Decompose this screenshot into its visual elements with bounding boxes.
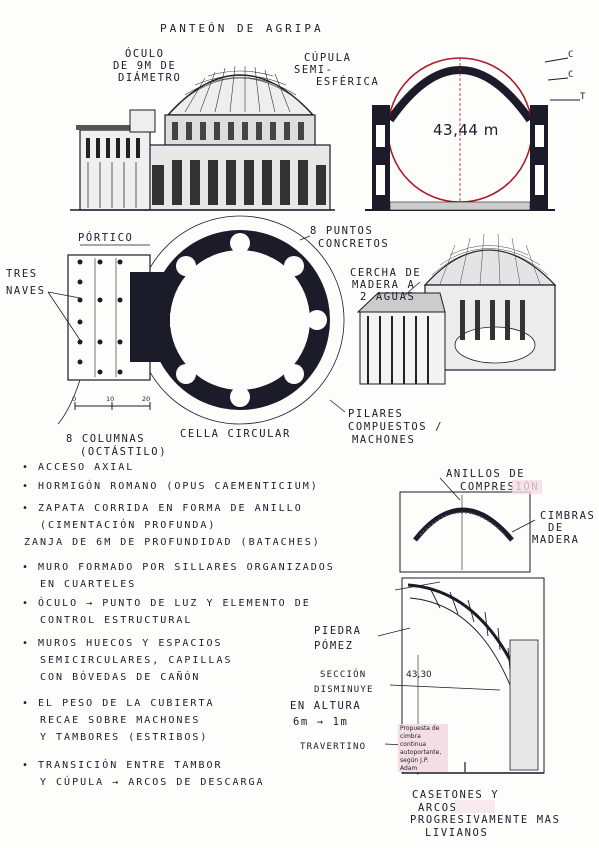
casetones-label-1: CASETONES Y: [412, 789, 500, 801]
portico-label: PÓRTICO: [78, 232, 134, 244]
seccion-label-2: DISMINUYE: [314, 685, 374, 695]
note-line: Y TAMBORES (ESTRIBOS): [40, 732, 209, 743]
oculo-label-3: DIÁMETRO: [118, 72, 182, 84]
note-line: CONTROL ESTRUCTURAL: [40, 615, 193, 626]
pilares-label-3: MACHONES: [352, 434, 416, 446]
propuesta-line: Propuesta de: [400, 725, 440, 732]
note-line: ZANJA DE 6M DE PROFUNDIDAD (BATACHES): [24, 537, 321, 548]
note-line: (CIMENTACIÓN PROFUNDA): [40, 520, 217, 531]
note-line: Y CÚPULA → ARCOS DE DESCARGA: [40, 777, 265, 788]
height-label: 43,30: [406, 670, 432, 680]
note-line: • EL PESO DE LA CUBIERTA: [22, 698, 215, 709]
columnas-label-2: (OCTÁSTILO): [80, 446, 168, 458]
note-line: SEMICIRCULARES, CAPILLAS: [40, 655, 233, 666]
casetones-label-3: PROGRESIVAMENTE MAS: [410, 814, 561, 826]
seccion-label-1: SECCIÓN: [320, 670, 367, 680]
pilares-label-2: COMPUESTOS /: [348, 421, 444, 433]
travertino-label: TRAVERTINO: [300, 742, 367, 752]
seccion-label-3: EN ALTURA: [290, 700, 362, 712]
tres-naves-label-2: NAVES: [6, 285, 46, 297]
propuesta-line: según J.P.: [400, 757, 429, 764]
propuesta-box: [398, 724, 448, 772]
note-line: RECAE SOBRE MACHONES: [40, 715, 201, 726]
note-line: • HORMIGÓN ROMANO (OPUS CAEMENTICIUM): [22, 481, 319, 492]
anillos-label-1: ANILLOS DE: [446, 468, 526, 480]
cupula-label-1: CÚPULA: [304, 52, 352, 64]
scale-20: 20: [142, 395, 151, 403]
casetones-highlight: [455, 800, 495, 813]
cella-label: CELLA CIRCULAR: [180, 428, 291, 440]
puntos-label-1: 8 PUNTOS: [310, 225, 374, 237]
cimbras-label-1: CIMBRAS: [540, 510, 596, 522]
note-line: • MURO FORMADO POR SILLARES ORGANIZADOS: [22, 562, 335, 573]
seccion-label-4: 6m → 1m: [293, 716, 349, 728]
note-line: EN CUARTELES: [40, 579, 137, 590]
propuesta-line: continua: [400, 741, 427, 748]
scale-10: 10: [106, 395, 115, 403]
note-line: • ZAPATA CORRIDA EN FORMA DE ANILLO: [22, 503, 303, 514]
oculo-label-1: ÓCULO: [125, 48, 165, 60]
note-line: • MUROS HUECOS Y ESPACIOS: [22, 638, 223, 649]
piedra-label-2: PÓMEZ: [314, 640, 354, 652]
note-line: CON BÓVEDAS DE CAÑÓN: [40, 672, 201, 683]
pilares-label-1: PILARES: [348, 408, 404, 420]
columnas-label-1: 8 COLUMNAS: [66, 433, 146, 445]
note-line: • TRANSICIÓN ENTRE TAMBOR: [22, 760, 223, 771]
note-line: • ACCESO AXIAL: [22, 462, 135, 473]
page-title: PANTEÓN DE AGRIPA: [160, 22, 324, 35]
tres-naves-label-1: TRES: [6, 268, 38, 280]
label-t: T: [580, 92, 587, 102]
label-c2: C: [568, 70, 575, 80]
cercha-label-2: MADERA A: [352, 279, 416, 291]
cupula-label-2: SEMI-: [294, 64, 334, 76]
anillos-highlight: [512, 480, 542, 494]
propuesta-line: Adam: [400, 765, 418, 772]
scale-0: 0: [72, 395, 77, 403]
propuesta-line: autoportante,: [400, 749, 442, 756]
label-c1: C: [568, 50, 575, 60]
cupula-label-3: ESFÉRICA: [316, 76, 380, 88]
cercha-label-1: CERCHA DE: [350, 267, 422, 279]
cercha-label-3: 2 AGUAS: [360, 291, 416, 303]
puntos-label-2: CONCRETOS: [318, 238, 390, 250]
propuesta-line: cimbra: [400, 733, 421, 740]
cimbras-label-2: DE: [548, 522, 564, 534]
note-line: • ÓCULO → PUNTO DE LUZ Y ELEMENTO DE: [22, 598, 311, 609]
casetones-label-4: LIVIANOS: [425, 827, 489, 839]
diameter-label: 43,44 m: [433, 121, 499, 139]
oculo-label-2: DE 9m DE: [113, 60, 177, 72]
piedra-label-1: PIEDRA: [314, 625, 362, 637]
casetones-label-2: ARCOS: [418, 802, 458, 814]
cimbras-label-3: MADERA: [532, 534, 580, 546]
